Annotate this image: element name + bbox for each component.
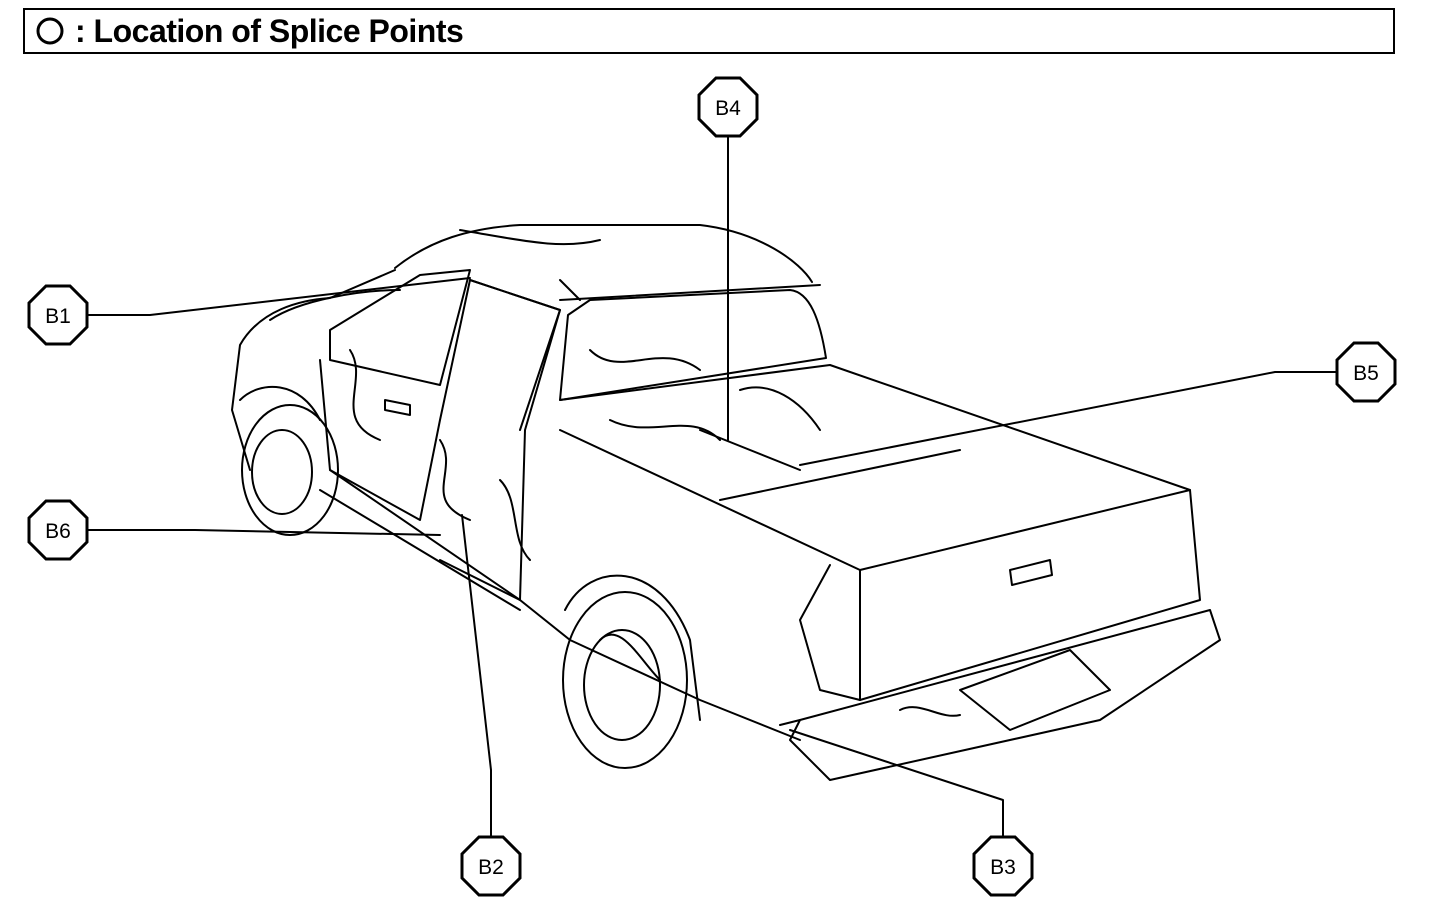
badge-label-b1: B1 bbox=[45, 305, 71, 328]
splice-badge-b3: B3 bbox=[972, 835, 1034, 897]
splice-badge-b2: B2 bbox=[460, 835, 522, 897]
badge-label-b5: B5 bbox=[1353, 362, 1379, 385]
rear-wheel bbox=[562, 591, 688, 769]
splice-badge-b6: B6 bbox=[27, 499, 89, 561]
leader-b3 bbox=[789, 729, 1004, 839]
rear-bumper bbox=[789, 609, 1221, 781]
leader-b6 bbox=[87, 529, 441, 536]
leader-b5 bbox=[799, 371, 1339, 466]
page-title: : Location of Splice Points bbox=[75, 12, 464, 49]
leader-b2 bbox=[461, 514, 492, 839]
badge-label-b6: B6 bbox=[45, 520, 71, 543]
leader-b1 bbox=[87, 277, 471, 316]
badge-label-b2: B2 bbox=[478, 856, 504, 879]
splice-badge-b5: B5 bbox=[1335, 341, 1397, 403]
title-bar: : Location of Splice Points bbox=[23, 8, 1395, 54]
rear-door bbox=[439, 279, 561, 601]
splice-badge-b1: B1 bbox=[27, 284, 89, 346]
circle-outline-icon bbox=[36, 17, 64, 45]
cab-roof bbox=[394, 224, 813, 283]
splice-badge-b4: B4 bbox=[697, 76, 759, 138]
cab-rear-window bbox=[559, 289, 827, 401]
badge-label-b3: B3 bbox=[990, 856, 1016, 879]
front-wheel bbox=[241, 404, 339, 536]
badge-label-b4: B4 bbox=[715, 97, 741, 120]
